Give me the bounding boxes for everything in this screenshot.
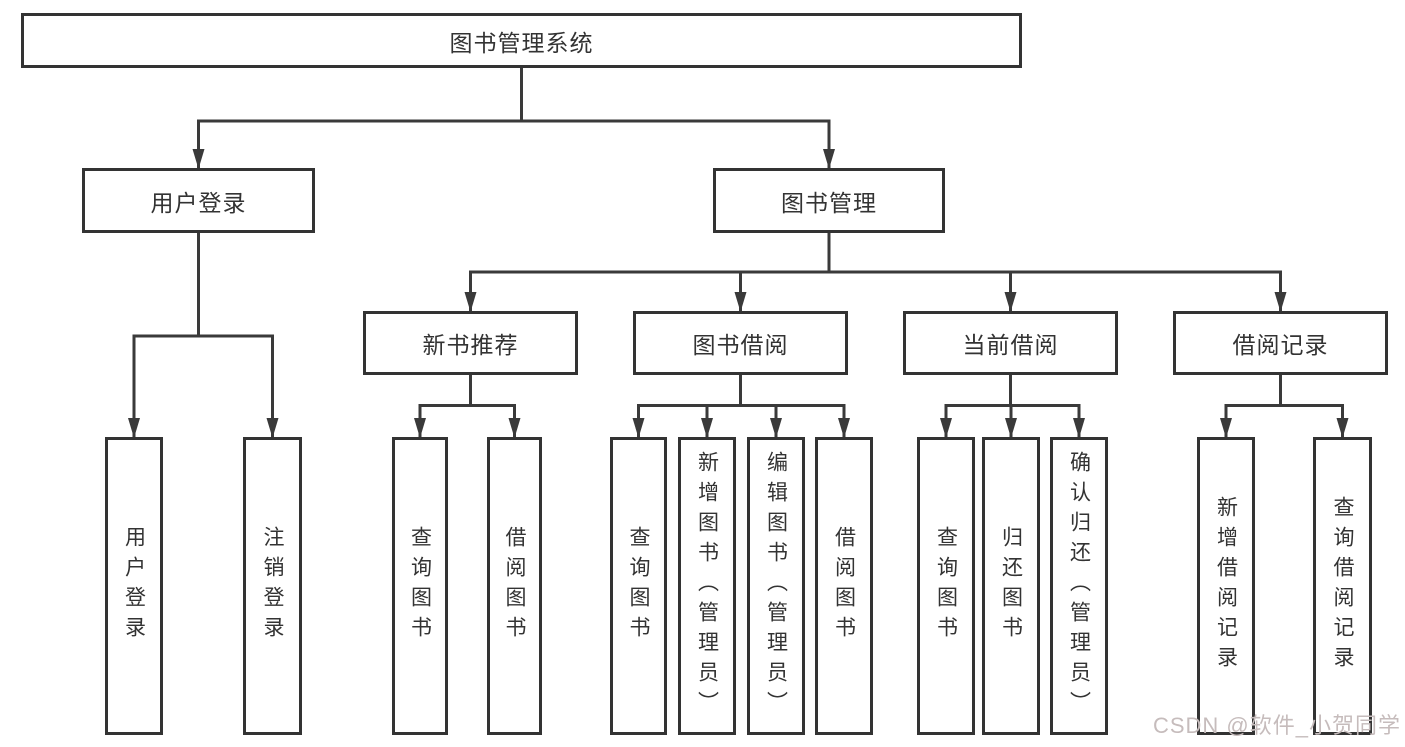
node-borrowing-records-label: 借阅记录 [1232, 332, 1329, 358]
leaf-user-login-label: 用户登录 [122, 526, 146, 646]
watermark: CSDN @软件_小贺同学 [1152, 713, 1401, 738]
node-user-login-label: 用户登录 [150, 189, 247, 216]
leaf-borrow-books-label: 借阅图书 [832, 526, 856, 646]
leaf-borrow-books-recommend-label: 借阅图书 [503, 526, 526, 646]
leaf-borrow-books-recommend: 借阅图书 [487, 437, 542, 735]
leaf-query-books-current: 查询图书 [917, 437, 975, 735]
leaf-confirm-return-admin-label: 确认归还（管理员） [1067, 451, 1091, 721]
leaf-add-borrow-record: 新增借阅记录 [1197, 437, 1255, 735]
leaf-user-login: 用户登录 [105, 437, 163, 735]
leaf-return-books: 归还图书 [982, 437, 1040, 735]
leaf-query-books-current-label: 查询图书 [934, 526, 958, 646]
leaf-query-borrow-record: 查询借阅记录 [1313, 437, 1372, 735]
node-book-management: 图书管理 [713, 168, 945, 233]
node-new-book-recommendation: 新书推荐 [363, 311, 578, 375]
node-book-borrowing: 图书借阅 [633, 311, 848, 375]
leaf-add-book-admin: 新增图书（管理员） [678, 437, 736, 735]
node-current-borrowing-label: 当前借阅 [962, 332, 1059, 358]
node-current-borrowing: 当前借阅 [903, 311, 1118, 375]
leaf-logout-login: 注销登录 [243, 437, 302, 735]
leaf-query-borrow-record-label: 查询借阅记录 [1331, 496, 1354, 676]
node-root-label: 图书管理系统 [449, 29, 594, 56]
leaf-query-books-borrowing: 查询图书 [610, 437, 667, 735]
leaf-logout-login-label: 注销登录 [261, 526, 284, 646]
leaf-confirm-return-admin: 确认归还（管理员） [1050, 437, 1108, 735]
leaf-edit-book-admin: 编辑图书（管理员） [747, 437, 805, 735]
leaf-borrow-books: 借阅图书 [815, 437, 873, 735]
node-new-book-recommendation-label: 新书推荐 [422, 332, 519, 358]
node-book-borrowing-label: 图书借阅 [692, 332, 789, 358]
leaf-add-book-admin-label: 新增图书（管理员） [695, 451, 719, 721]
leaf-query-books-borrowing-label: 查询图书 [627, 526, 650, 646]
leaf-add-borrow-record-label: 新增借阅记录 [1214, 496, 1238, 676]
leaf-return-books-label: 归还图书 [999, 526, 1023, 646]
leaf-query-books-recommend: 查询图书 [392, 437, 448, 735]
node-root: 图书管理系统 [21, 13, 1022, 68]
node-book-management-label: 图书管理 [781, 189, 877, 216]
leaf-query-books-recommend-label: 查询图书 [408, 526, 432, 646]
node-user-login: 用户登录 [82, 168, 315, 233]
node-borrowing-records: 借阅记录 [1173, 311, 1388, 375]
leaf-edit-book-admin-label: 编辑图书（管理员） [764, 451, 788, 721]
